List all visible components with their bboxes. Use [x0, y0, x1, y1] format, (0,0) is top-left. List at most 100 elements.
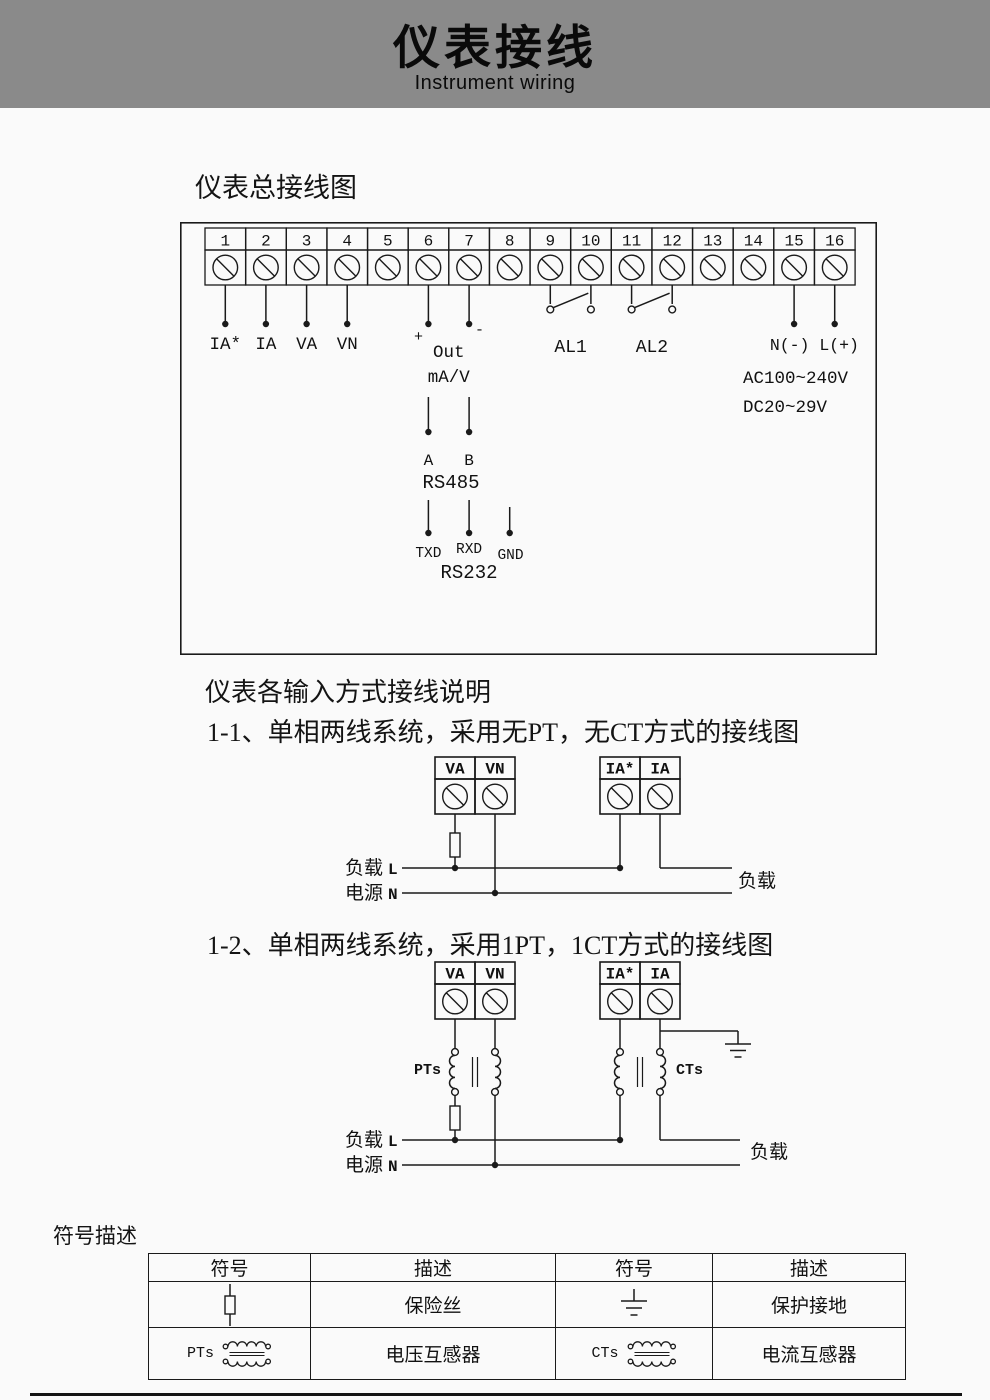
label-ia: IA [255, 335, 277, 355]
fuse-icon [223, 1283, 236, 1326]
terminal-number: 7 [464, 233, 474, 251]
terminal-number: 8 [505, 233, 515, 251]
page-header: 仪表接线 Instrument wiring [0, 0, 990, 108]
d12-source-left-label: 电源 [345, 1154, 383, 1176]
label-rs485-b: B [464, 452, 474, 470]
screw-icon [442, 783, 468, 810]
terminal-7: 7 [448, 227, 491, 286]
overview-section-title: 仪表总接线图 [195, 173, 357, 203]
d11-terminal-ia: IA [650, 761, 670, 779]
terminal-number: 2 [261, 233, 271, 251]
diagram-1-1-title: 1-1、单相两线系统，采用无PT，无CT方式的接线图 [207, 718, 800, 747]
terminal-12: 12 [651, 227, 694, 286]
pt-symbol-label: PTs [186, 1345, 214, 1362]
symbol-table: 符号 描述 符号 描述 保险丝 保护接地 PTs 电压互感器 [148, 1253, 906, 1380]
terminal-5: 5 [366, 227, 409, 286]
ct-symbol-label: CTs [591, 1345, 619, 1362]
label-vn: VN [337, 335, 358, 355]
ground-icon [621, 1288, 647, 1316]
d11-wiring [402, 814, 732, 897]
pt-desc-cell: 电压互感器 [310, 1327, 556, 1380]
d11-terminal-va: VA [445, 761, 465, 779]
terminal-number: 5 [383, 233, 393, 251]
screw-icon [647, 988, 673, 1015]
terminal-9: 9 [529, 227, 572, 286]
screw-icon [415, 254, 442, 281]
label-al2: AL2 [636, 338, 668, 358]
d11-line-l-label: L [388, 861, 398, 879]
d12-terminal-block: VA VN IA* IA [434, 961, 681, 1020]
terminal-number: 12 [663, 233, 682, 251]
symbol-table-header-row: 符号 描述 符号 描述 [148, 1253, 906, 1282]
terminal-14: 14 [732, 227, 775, 286]
label-out-plus: + [414, 329, 423, 346]
screw-icon [699, 254, 726, 281]
page-title: 仪表接线 [393, 21, 597, 74]
label-txd: TXD [415, 546, 441, 562]
ground-symbol-cell [555, 1281, 713, 1328]
label-out-minus: - [475, 322, 484, 339]
terminal-16: 16 [813, 227, 856, 286]
screw-icon [537, 254, 564, 281]
ct-symbol [613, 1047, 667, 1097]
label-rs232: RS232 [440, 562, 497, 584]
page-bottom-rule [30, 1393, 962, 1396]
terminal-number: 1 [220, 233, 230, 251]
diagram-1-1: VA VN IA* IA 负载 L 电源 N 负载 [345, 756, 776, 904]
fuse-desc-cell: 保险丝 [310, 1281, 556, 1328]
screw-icon [252, 254, 279, 281]
screw-icon [647, 783, 673, 810]
label-out: Out [433, 343, 465, 363]
overview-wires [222, 285, 838, 537]
diagram-frame [180, 222, 878, 655]
terminal-10: 10 [569, 227, 612, 286]
terminal-number: 11 [622, 233, 641, 251]
screw-icon [456, 254, 483, 281]
screw-icon [334, 254, 361, 281]
terminal-number: 9 [545, 233, 555, 251]
fuse-symbol-cell [148, 1281, 311, 1328]
ground-icon [660, 1030, 751, 1058]
label-mav: mA/V [428, 368, 471, 388]
terminal-15: 15 [773, 227, 816, 286]
terminal-8: 8 [488, 227, 531, 286]
d11-source-left-label: 电源 [345, 882, 383, 904]
d12-pt-label: PTs [414, 1062, 441, 1079]
al2-contact-symbol [627, 292, 677, 314]
page-subtitle: Instrument wiring [414, 72, 576, 94]
label-rs485: RS485 [422, 472, 479, 494]
overview-wiring-diagram: 1 2 3 4 5 6 7 [180, 222, 878, 655]
d11-terminal-vn: VN [485, 761, 504, 779]
screw-icon [607, 988, 633, 1015]
screw-icon [577, 254, 604, 281]
screw-icon [781, 254, 808, 281]
label-al1: AL1 [554, 338, 586, 358]
screw-icon [293, 254, 320, 281]
table-row: 保险丝 保护接地 [148, 1281, 906, 1328]
terminal-2: 2 [244, 227, 287, 286]
d12-line-l-label: L [388, 1133, 398, 1151]
pt-symbol-cell: PTs [148, 1327, 311, 1380]
terminal-number: 15 [784, 233, 803, 251]
screw-icon [374, 254, 401, 281]
screw-icon [821, 254, 848, 281]
terminal-1: 1 [204, 227, 247, 286]
pt-symbol [448, 1047, 502, 1097]
col-header-symbol-2: 符号 [555, 1253, 713, 1282]
d11-line-n-label: N [388, 886, 398, 904]
terminal-number: 6 [424, 233, 434, 251]
screw-icon [659, 254, 686, 281]
label-rxd: RXD [456, 542, 482, 558]
terminal-3: 3 [285, 227, 328, 286]
ground-desc-cell: 保护接地 [712, 1281, 906, 1328]
pt-transformer-icon [222, 1340, 272, 1367]
screw-icon [496, 254, 523, 281]
d11-terminal-ia-star: IA* [606, 761, 635, 779]
screw-icon [442, 988, 468, 1015]
label-power-polarity: N(-) L(+) [770, 336, 859, 355]
input-modes-title: 仪表各输入方式接线说明 [205, 678, 492, 707]
fuse-icon [449, 832, 461, 858]
terminal-13: 13 [691, 227, 734, 286]
label-va: VA [296, 335, 318, 355]
